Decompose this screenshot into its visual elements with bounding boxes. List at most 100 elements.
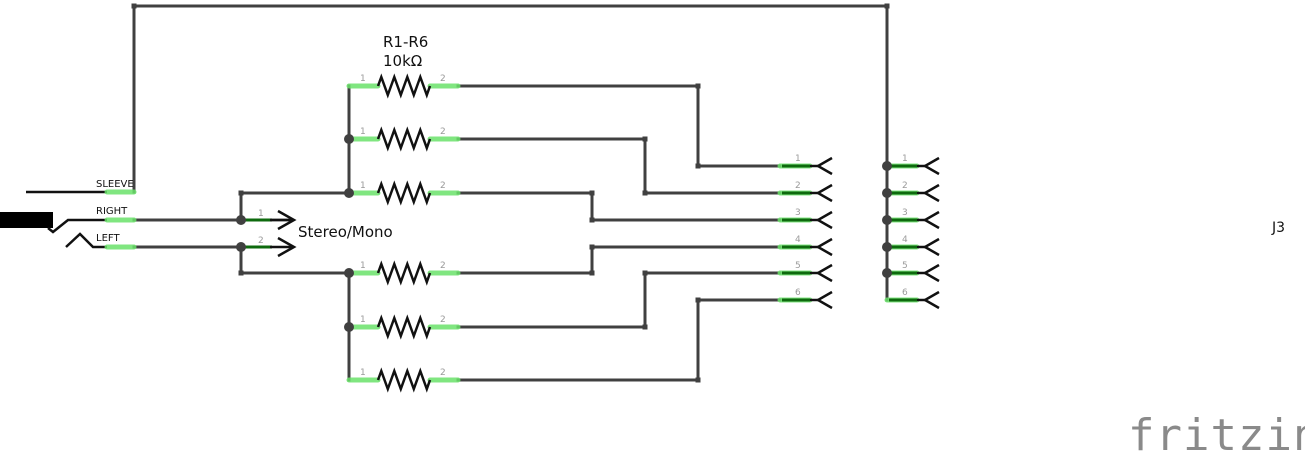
header-a-pin-5[interactable]: 5 <box>777 261 833 283</box>
wire-bendpoint[interactable] <box>238 190 244 196</box>
jack-plug-body <box>0 212 53 228</box>
switch-pin-number-2: 2 <box>258 236 264 246</box>
wire-r1-to-pin1[interactable] <box>456 84 782 168</box>
wire-r6-to-pin6[interactable] <box>456 298 782 382</box>
header-a-pin-number: 2 <box>795 181 801 191</box>
junction-dot <box>236 215 246 225</box>
junction-dot <box>882 268 892 278</box>
female-contact-icon <box>922 183 940 203</box>
header-j3-pin-3[interactable]: 3 <box>884 208 940 230</box>
header-a-pin-2[interactable]: 2 <box>777 181 833 203</box>
header-j3[interactable]: 1 2 3 4 5 6 <box>884 154 940 310</box>
audio-jack[interactable]: SLEEVE RIGHT LEFT <box>0 179 137 250</box>
header-a-pin-3[interactable]: 3 <box>777 208 833 230</box>
jack-left-contact <box>65 232 107 249</box>
junction-dot <box>344 322 354 332</box>
switch-pin-number-1: 1 <box>258 209 264 219</box>
header-a-pin-1[interactable]: 1 <box>777 154 833 176</box>
header-a-pin-6[interactable]: 6 <box>777 288 833 310</box>
header-j3-ref-label: J3 <box>1271 220 1285 236</box>
wire-r2-to-pin2[interactable] <box>456 137 782 195</box>
junction-dot <box>344 134 354 144</box>
header-j3-pin-5[interactable]: 5 <box>884 261 940 283</box>
wire-bendpoint[interactable] <box>589 270 595 276</box>
wire-r5-to-pin5[interactable] <box>456 271 782 329</box>
header-j3-pin-2[interactable]: 2 <box>884 181 940 203</box>
header-j3-pin-4[interactable]: 4 <box>884 235 940 257</box>
wire-bendpoint[interactable] <box>131 3 137 9</box>
resistor-pin-number-1: 1 <box>360 74 366 84</box>
wire-left-to-bottom-resistors[interactable] <box>239 245 351 275</box>
header-j3-pin-number: 6 <box>902 288 908 298</box>
junction-dot <box>344 188 354 198</box>
header-a-pin-number: 5 <box>795 261 801 271</box>
wire-bendpoint[interactable] <box>695 163 701 169</box>
female-contact-icon <box>815 210 833 230</box>
female-contact-icon <box>815 156 833 176</box>
wires <box>132 4 889 382</box>
junction-dot <box>344 268 354 278</box>
wire-r4-to-pin4[interactable] <box>456 245 782 275</box>
resistor-zigzag-icon <box>376 180 432 206</box>
switch-arrow-2-head <box>277 236 297 258</box>
header-j3-pin-1[interactable]: 1 <box>884 154 940 176</box>
junction-dot <box>236 242 246 252</box>
female-contact-icon <box>922 210 940 230</box>
wire-bendpoint[interactable] <box>884 3 890 9</box>
header-j3-pin-number: 4 <box>902 235 908 245</box>
wire-bendpoint[interactable] <box>642 270 648 276</box>
resistor-pin-number-2: 2 <box>440 315 446 325</box>
wire-r3-to-pin3[interactable] <box>456 191 782 222</box>
resistor-pin-number-1: 1 <box>360 127 366 137</box>
stereo-mono-switch[interactable]: 1 2 Stereo/Mono <box>243 209 393 258</box>
header-j3-pin-number: 2 <box>902 181 908 191</box>
resistor-pin-number-2: 2 <box>440 368 446 378</box>
junctions <box>236 134 892 332</box>
wire-bendpoint[interactable] <box>642 190 648 196</box>
wire-bendpoint[interactable] <box>642 324 648 330</box>
female-contact-icon <box>815 183 833 203</box>
resistor-pin-number-1: 1 <box>360 368 366 378</box>
resistor-pin-number-2: 2 <box>440 127 446 137</box>
resistor-pin-number-2: 2 <box>440 261 446 271</box>
wire-bendpoint[interactable] <box>589 190 595 196</box>
header-a-pin-number: 1 <box>795 154 801 164</box>
jack-pin-label-right: RIGHT <box>96 206 128 217</box>
female-contact-icon <box>922 290 940 310</box>
wire-bendpoint[interactable] <box>695 83 701 89</box>
header-a-pin-4[interactable]: 4 <box>777 235 833 257</box>
wire-bendpoint[interactable] <box>589 244 595 250</box>
wire-bendpoint[interactable] <box>695 377 701 383</box>
header-j3-pin-number: 3 <box>902 208 908 218</box>
resistor-zigzag-icon <box>376 73 432 99</box>
wire-bendpoint[interactable] <box>589 217 595 223</box>
resistor-zigzag-icon <box>376 126 432 152</box>
wire-bendpoint[interactable] <box>642 136 648 142</box>
wire-bendpoint[interactable] <box>695 297 701 303</box>
resistor-label: R1-R6 <box>383 33 428 51</box>
header-j3-pin-6[interactable]: 6 <box>884 288 940 310</box>
jack-pin-label-sleeve: SLEEVE <box>96 179 134 190</box>
junction-dot <box>882 188 892 198</box>
resistor-zigzag-icon <box>376 260 432 286</box>
resistor-zigzag-icon <box>376 314 432 340</box>
junction-dot <box>882 161 892 171</box>
jack-pin-label-left: LEFT <box>96 233 120 244</box>
resistor-pin-number-1: 1 <box>360 315 366 325</box>
header-a[interactable]: 1 2 3 4 5 6 <box>777 154 833 310</box>
fritzing-logo: fritzing <box>1128 410 1305 461</box>
jack-right-contact <box>47 218 107 234</box>
wire-bendpoint[interactable] <box>238 270 244 276</box>
resistor-pin-number-1: 1 <box>360 181 366 191</box>
switch-arrow-1-head <box>277 209 297 231</box>
female-contact-icon <box>922 263 940 283</box>
wire-sleeve-ground[interactable] <box>132 4 889 302</box>
header-j3-pin-number: 1 <box>902 154 908 164</box>
